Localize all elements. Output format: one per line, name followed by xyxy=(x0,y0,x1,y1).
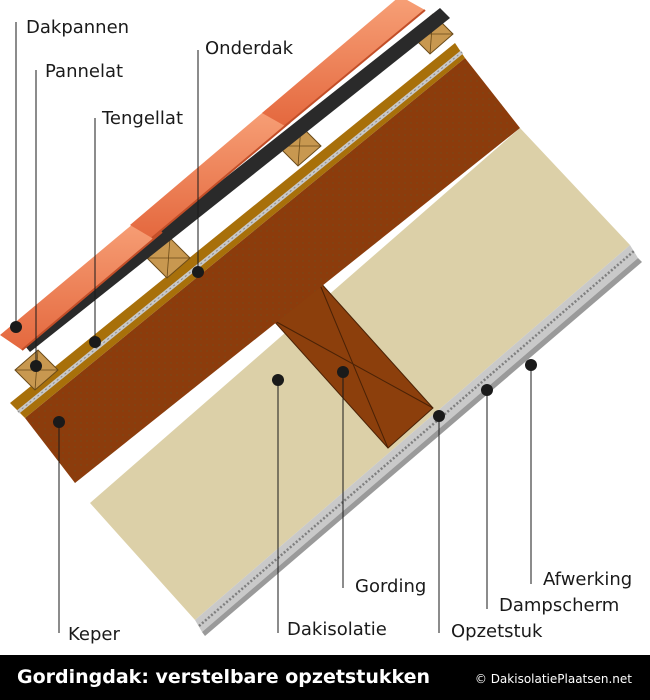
marker-dots xyxy=(10,266,537,428)
label-opzetstuk: Opzetstuk xyxy=(451,621,543,642)
label-tengellat: Tengellat xyxy=(102,108,184,129)
label-keper: Keper xyxy=(68,624,120,645)
footer-bar: Gordingdak: verstelbare opzetstukken © D… xyxy=(0,655,650,700)
footer-copyright: © DakisolatiePlaatsen.net xyxy=(474,672,632,686)
tile-rail xyxy=(20,8,450,352)
rafter-texture xyxy=(25,58,520,483)
leader-lines xyxy=(15,22,532,633)
label-dakpannen: Dakpannen xyxy=(26,17,130,38)
finishing-layer xyxy=(202,258,642,636)
label-dampscherm: Dampscherm xyxy=(499,595,620,616)
label-pannelat: Pannelat xyxy=(45,61,124,82)
roof-tiles xyxy=(0,0,426,351)
label-gording: Gording xyxy=(355,576,427,597)
label-dakisolatie: Dakisolatie xyxy=(287,619,387,640)
label-onderdak: Onderdak xyxy=(205,38,294,59)
footer-title: Gordingdak: verstelbare opzetstukken xyxy=(17,666,431,688)
roof-section-diagram xyxy=(0,0,642,636)
label-afwerking: Afwerking xyxy=(543,569,633,590)
